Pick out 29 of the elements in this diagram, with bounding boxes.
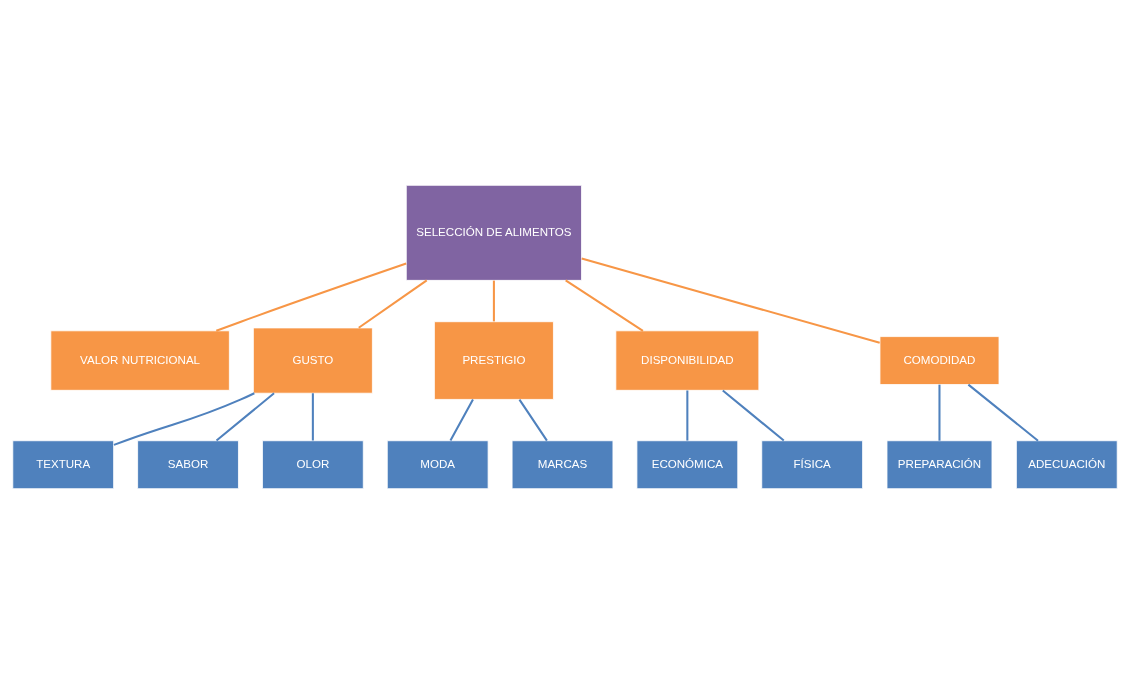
connector (686, 390, 689, 441)
connector (492, 280, 495, 322)
node-box: MARCAS (511, 440, 614, 490)
node-box: FÍSICA (761, 440, 863, 490)
connector (358, 279, 428, 329)
connector (938, 384, 941, 441)
node-box: TEXTURA (12, 440, 115, 490)
node-box: ECONÓMICA (636, 440, 739, 490)
connector (722, 389, 785, 442)
node-box: SELECCIÓN DE ALIMENTOS (405, 184, 582, 281)
connector (311, 393, 314, 441)
connector (449, 399, 474, 442)
node-box: ADECUACIÓN (1015, 440, 1118, 490)
node-box: PREPARACIÓN (886, 440, 993, 490)
node-box: OLOR (262, 440, 364, 490)
connector (581, 257, 880, 344)
node-box: COMODIDAD (879, 336, 1000, 385)
node-box: GUSTO (252, 327, 373, 394)
node-box: SABOR (137, 440, 239, 490)
connector (215, 262, 407, 332)
connector (113, 392, 255, 446)
node-box: PRESTIGIO (433, 321, 554, 400)
node-box: MODA (386, 440, 489, 490)
connector (565, 279, 644, 332)
node-box: VALOR NUTRICIONAL (50, 330, 230, 391)
connector (967, 383, 1039, 442)
node-box: DISPONIBILIDAD (615, 330, 760, 391)
connector (518, 398, 548, 442)
connector (215, 392, 275, 442)
